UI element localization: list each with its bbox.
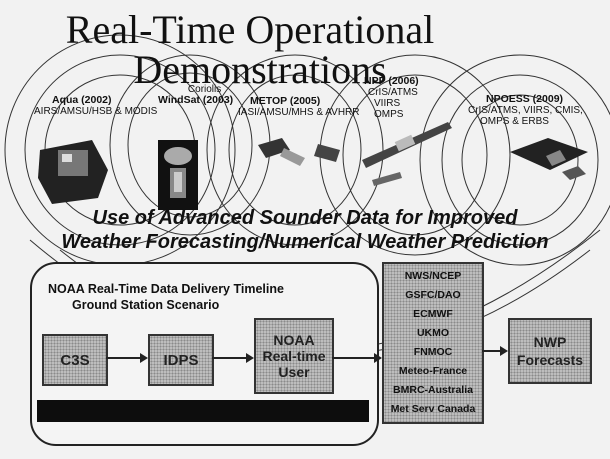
ground-station-title-1: NOAA Real-Time Data Delivery Timeline [48,282,284,296]
center-item: BMRC-Australia [393,384,473,396]
noaa-user-line-3: User [278,364,310,380]
coriolis-instruments: WindSat (2003) [158,94,234,106]
stage-idps: IDPS [148,334,214,386]
aqua-instruments: AIRS/AMSU/HSB & MODIS [34,106,158,117]
aqua-satellite-icon [38,140,108,204]
satellite-label-coriolis: Coriolis WindSat (2003) [158,84,233,106]
metop-satellite-icon [258,138,340,166]
npp-name: NPP (2006) [364,75,419,87]
npp-instrument-3: OMPS [374,109,404,120]
npp-instrument-1: CrIS/ATMS [368,87,418,98]
nwp-centers-list: NWS/NCEP GSFC/DAO ECMWF UKMO FNMOC Meteo… [382,262,484,424]
nwp-forecasts-box: NWP Forecasts [508,318,592,384]
title-line-2: Demonstrations [133,47,387,92]
nwp-line-1: NWP [533,334,567,350]
title-line-1: Real-Time Operational [65,7,435,52]
metop-instruments: IASI/AMSU/MHS & AVHRR [238,107,360,118]
center-item: NWS/NCEP [404,270,462,282]
satellite-label-npoess: NPOESS (2009) CrIS/ATMS, VIIRS, CMIS, OM… [468,93,583,128]
stage-noaa-user: NOAA Real-time User [254,318,334,394]
arrow-idps-to-user [212,353,254,363]
coriolis-satellite-icon [158,140,198,210]
metop-name: METOP (2005) [250,95,321,107]
stage-c3s: C3S [42,334,108,386]
npp-instrument-2: VIIRS [374,98,401,109]
satellite-label-metop: METOP (2005) IASI/AMSU/MHS & AVHRR [238,95,360,119]
satellite-label-npp: NPP (2006) CrIS/ATMS VIIRS OMPS [364,75,419,121]
center-item: Met Serv Canada [390,403,476,415]
arrow-user-to-centers [332,353,382,363]
center-item: FNMOC [413,346,453,358]
npoess-instrument-2: OMPS & ERBS [480,116,549,127]
npp-satellite-icon [362,122,452,186]
arrow-c3s-to-idps [106,353,148,363]
headline-line-1: Use of Advanced Sounder Data for Improve… [92,207,518,229]
headline-line-2: Weather Forecasting/Numerical Weather Pr… [61,231,549,253]
npoess-instrument-1: CrIS/ATMS, VIIRS, CMIS, [468,105,583,116]
arrow-centers-to-nwp [482,346,508,356]
coriolis-name: Coriolis [187,84,222,95]
center-item: UKMO [416,327,450,339]
ground-station-title-2: Ground Station Scenario [72,298,220,312]
center-item: GSFC/DAO [405,289,461,301]
noaa-user-line-2: Real-time [262,348,326,364]
npoess-satellite-icon [510,138,588,180]
npoess-name: NPOESS (2009) [486,93,564,105]
noaa-user-line-1: NOAA [273,332,315,348]
center-item: ECMWF [413,308,453,320]
timeline-bar [37,400,369,422]
center-item: Meteo-France [398,365,468,377]
aqua-name: Aqua (2002) [52,94,112,106]
nwp-line-2: Forecasts [516,352,584,368]
satellite-label-aqua: Aqua (2002) AIRS/AMSU/HSB & MODIS [34,94,158,118]
